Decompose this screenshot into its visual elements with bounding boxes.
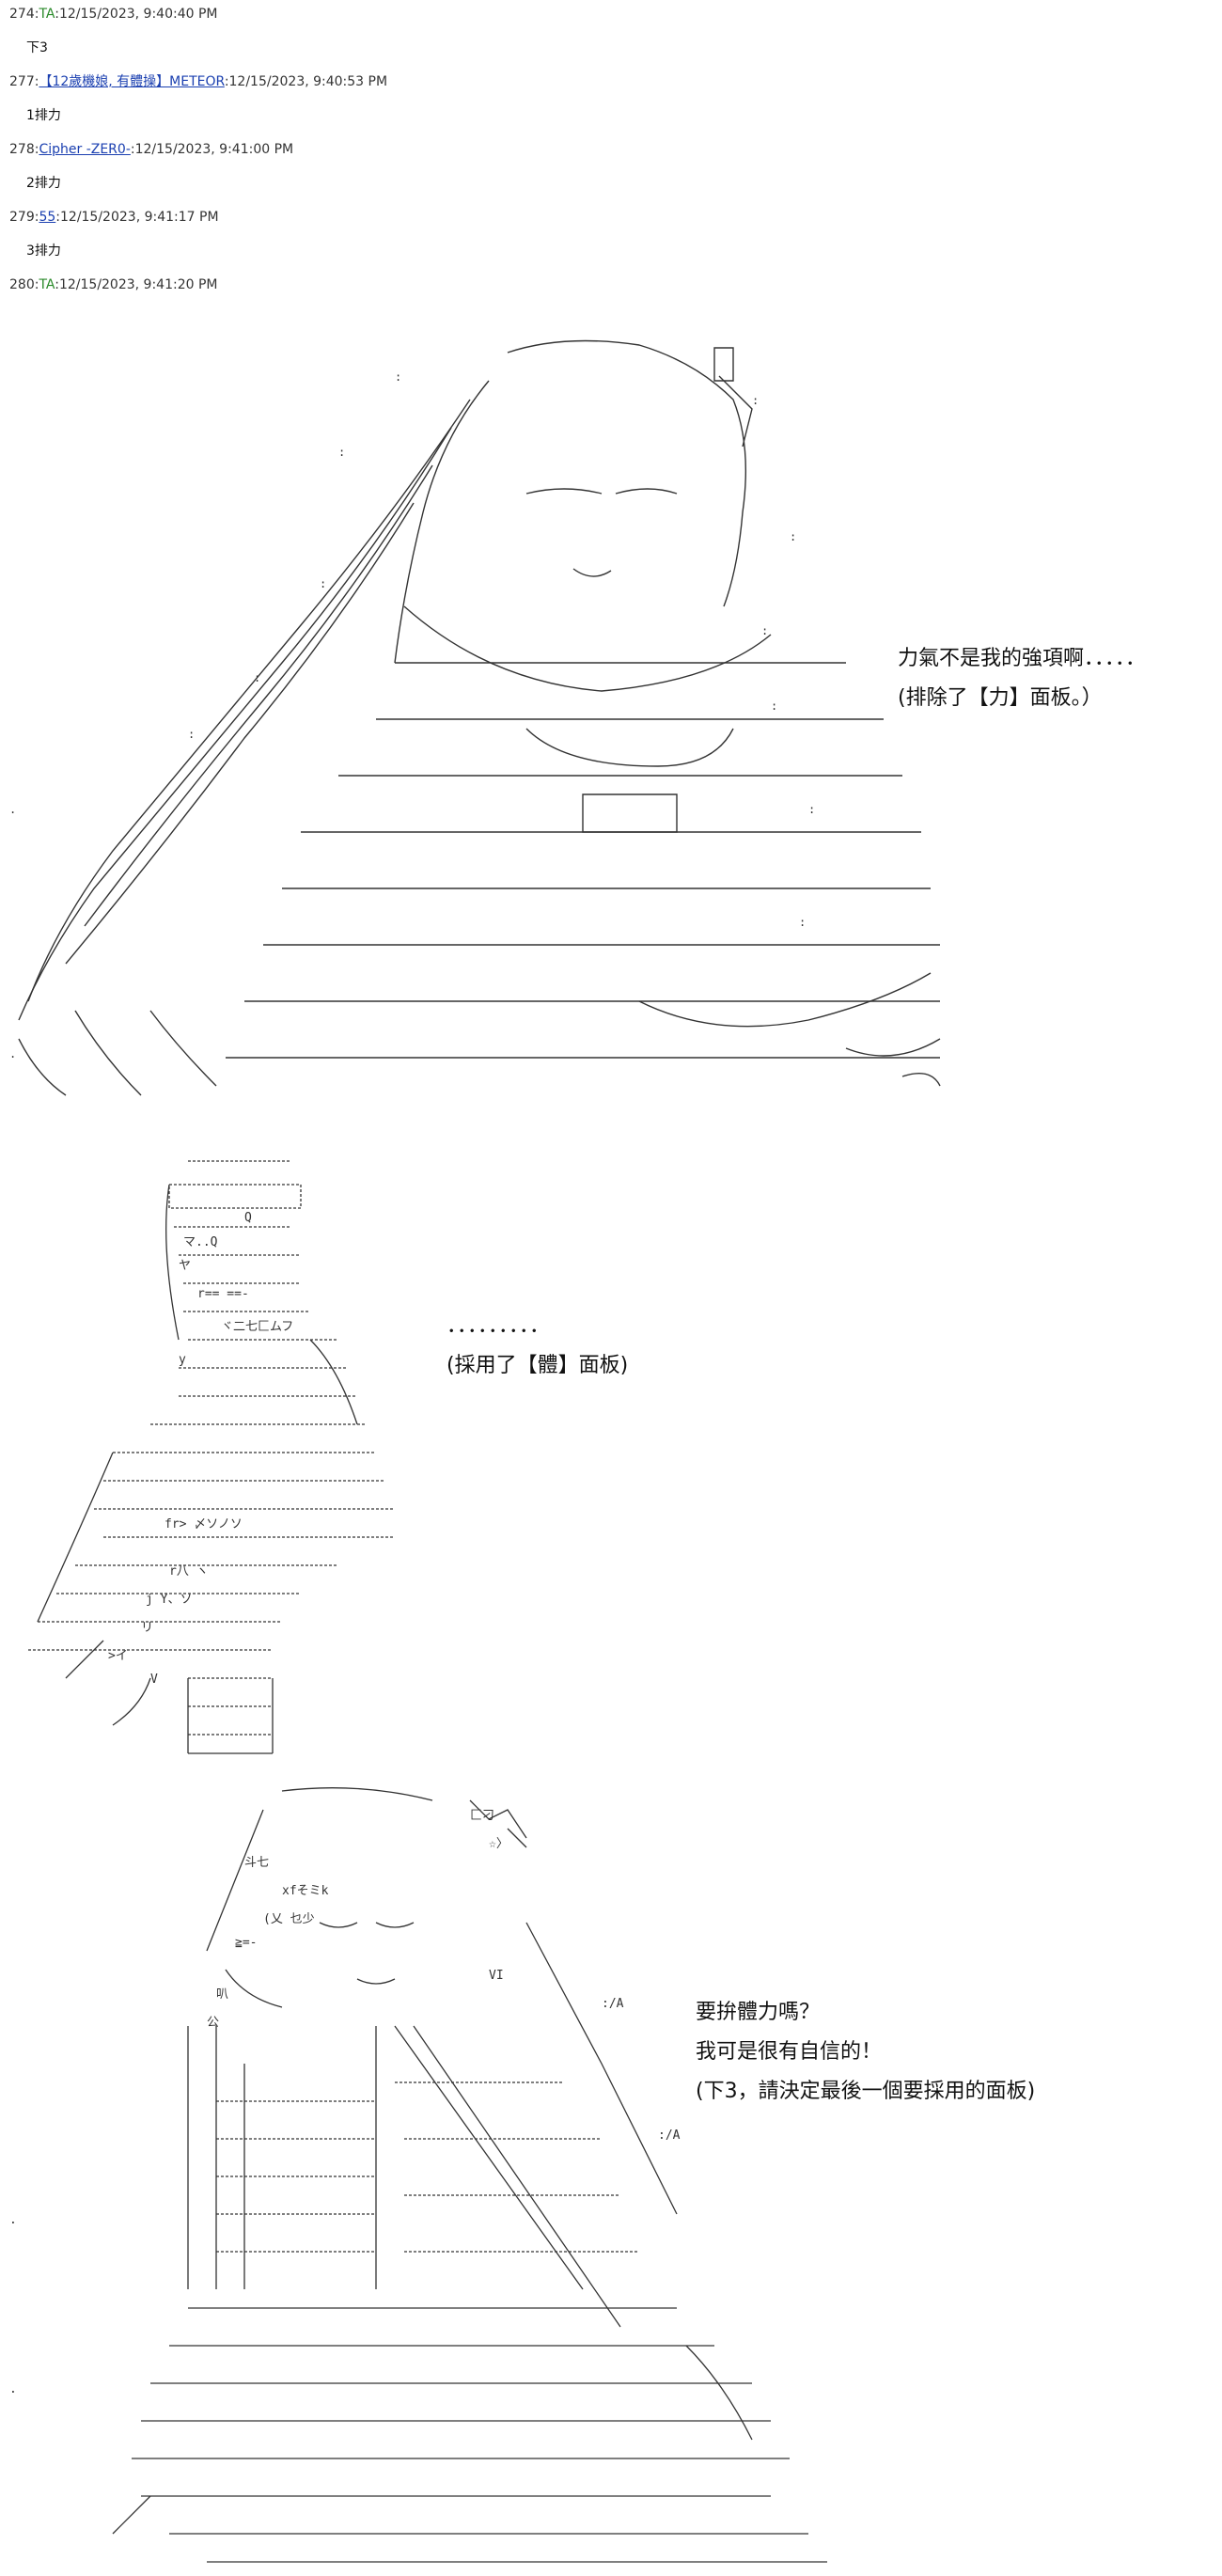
svg-text:r== ==-: r== ==- [197, 1287, 249, 1301]
svg-text::: : [254, 671, 260, 684]
svg-text:y: y [179, 1353, 186, 1367]
svg-text:☆〉: ☆〉 [489, 1837, 509, 1851]
svg-text:fr> 〆ソノソ: fr> 〆ソノソ [164, 1517, 243, 1531]
dialogue-line: 要拚體力嗎？ [696, 2001, 821, 2024]
svg-text:VI: VI [489, 1969, 504, 1983]
post-date: :12/15/2023, 9:41:00 PM [130, 142, 294, 157]
svg-text::: : [338, 446, 345, 459]
poster-name-link[interactable]: Cipher -ZER0- [39, 142, 131, 157]
post-body: 下3 [26, 40, 48, 55]
post-header: 279:55:12/15/2023, 9:41:17 PM [9, 209, 219, 226]
ascii-art-illustration: : : : : : : : : : : : . . [9, 339, 941, 1096]
dialogue-line: 我可是很有自信的！ [696, 2040, 883, 2064]
dialogue-line: ．．．．．．．．． [446, 1314, 551, 1338]
ascii-art-figure-side: Q マ..Q ヤ r== ==- ヾ二七匚ムフ y fr> 〆ソノソ r八 ヽ … [0, 1152, 414, 1763]
ascii-art-illustration: 匚刁 ☆〉 斗七 xfそミk (乂 乜少 ≧=- 叭 公 VI :/A :/A … [9, 1787, 827, 2563]
svg-text::/A: :/A [602, 1997, 624, 2011]
poster-name: TA [39, 7, 55, 22]
scene3-dialogue: 要拚體力嗎？ 我可是很有自信的！ (下3，請決定最後一個要採用的面板) [696, 1993, 1035, 2112]
svg-text:>イ: >イ [108, 1649, 128, 1663]
dialogue-line: (排除了【力】面板。） [898, 686, 1103, 710]
svg-text::: : [320, 577, 326, 590]
svg-text::: : [771, 699, 777, 713]
post-date: :12/15/2023, 9:41:17 PM [55, 210, 219, 225]
post-body: 2排力 [26, 176, 61, 191]
svg-text:マ..Q: マ..Q [183, 1235, 218, 1249]
post-number: 278: [9, 142, 39, 157]
post-number: 277: [9, 74, 39, 89]
post-number: 279: [9, 210, 39, 225]
svg-text:.: . [9, 2213, 17, 2227]
post-header: 274:TA:12/15/2023, 9:40:40 PM [9, 6, 218, 23]
svg-text:.: . [9, 803, 16, 816]
post-header: 277:【12歲機娘, 有體操】METEOR:12/15/2023, 9:40:… [9, 73, 387, 90]
svg-text::: : [395, 370, 401, 384]
poster-name-link[interactable]: 55 [39, 210, 56, 225]
poster-name-link[interactable]: 【12歲機娘, 有體操】METEOR [39, 74, 225, 89]
post-date: :12/15/2023, 9:41:20 PM [55, 277, 218, 292]
svg-text:斗七: 斗七 [244, 1856, 269, 1870]
svg-text:ヤ: ヤ [179, 1259, 191, 1273]
post-number: 280: [9, 277, 39, 292]
svg-text::: : [761, 624, 768, 637]
post-date: :12/15/2023, 9:40:53 PM [224, 74, 388, 89]
ascii-art-girl-confident: 匚刁 ☆〉 斗七 xfそミk (乂 乜少 ≧=- 叭 公 VI :/A :/A … [0, 1782, 865, 2576]
post-body: 1排力 [26, 108, 61, 123]
poster-name: TA [39, 277, 55, 292]
svg-text::: : [808, 803, 815, 816]
scene2-dialogue: ．．．．．．．．． (採用了【體】面板) [446, 1307, 628, 1386]
scene1-dialogue: 力氣不是我的強項啊．．．．． (排除了【力】面板。） [898, 639, 1146, 718]
svg-text:V: V [150, 1673, 158, 1687]
svg-text:.: . [9, 2382, 17, 2396]
svg-text::: : [752, 394, 759, 407]
svg-text:r八 ヽ: r八 ヽ [169, 1564, 209, 1579]
dialogue-line: (採用了【體】面板) [446, 1354, 629, 1377]
dialogue-line: 力氣不是我的強項啊．．．．． [898, 647, 1147, 670]
svg-text::: : [188, 728, 195, 741]
svg-text:j Y、ソ: j Y、ソ [146, 1593, 192, 1607]
ascii-art-girl-longhair: : : : : : : : : : : : . . [0, 324, 959, 1109]
svg-text:Q: Q [244, 1211, 252, 1225]
svg-text:リ: リ [141, 1621, 153, 1635]
svg-text:(乂 乜少: (乂 乜少 [263, 1912, 315, 1926]
svg-text:叭: 叭 [216, 1987, 228, 2002]
svg-text:xfそミk: xfそミk [282, 1884, 329, 1898]
post-date: :12/15/2023, 9:40:40 PM [55, 7, 218, 22]
svg-text::: : [799, 916, 806, 929]
dialogue-line: (下3，請決定最後一個要採用的面板) [696, 2080, 1036, 2103]
svg-text:ヾ二七匚ムフ: ヾ二七匚ムフ [221, 1320, 293, 1334]
svg-text:.: . [9, 1047, 16, 1060]
post-header: 280:TA:12/15/2023, 9:41:20 PM [9, 276, 218, 293]
svg-text:公: 公 [207, 2016, 219, 2030]
svg-text::: : [790, 530, 796, 543]
ascii-art-illustration: Q マ..Q ヤ r== ==- ヾ二七匚ムフ y fr> 〆ソノソ r八 ヽ … [28, 1160, 395, 1754]
post-number: 274: [9, 7, 39, 22]
svg-text::/A: :/A [658, 2128, 681, 2143]
svg-text:匚刁: 匚刁 [470, 1809, 494, 1823]
post-body: 3排力 [26, 243, 61, 259]
post-header: 278:Cipher -ZER0-:12/15/2023, 9:41:00 PM [9, 141, 293, 158]
svg-text:≧=-: ≧=- [235, 1936, 257, 1950]
